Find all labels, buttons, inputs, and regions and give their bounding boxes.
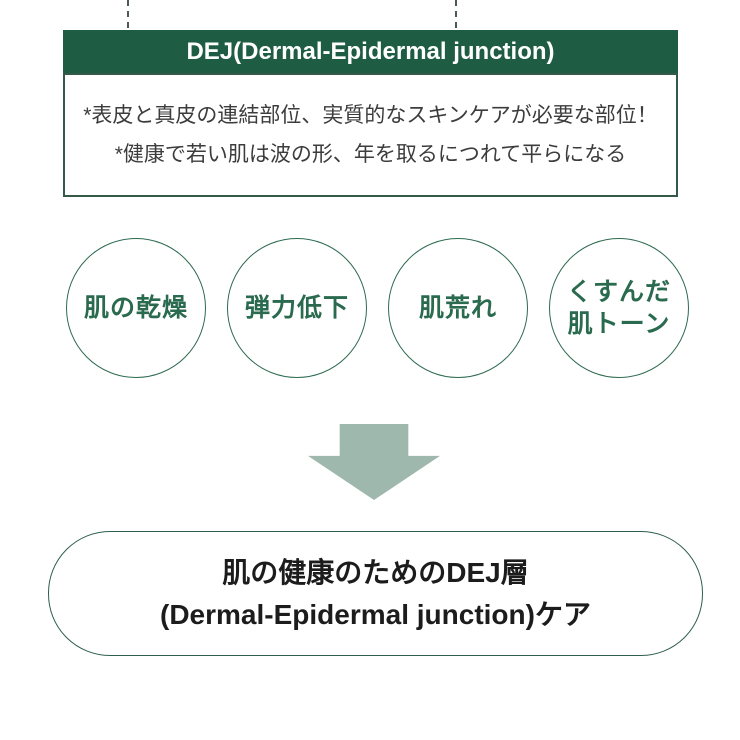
concern-circle-elasticity: 弾力低下 bbox=[227, 238, 367, 378]
description-line-2: *健康で若い肌は波の形、年を取るにつれて平らになる bbox=[114, 143, 627, 166]
conclusion-line-2: (Dermal-Epidermal junction)ケア bbox=[160, 598, 591, 630]
dej-header-bar: DEJ(Dermal-Epidermal junction) bbox=[63, 30, 678, 73]
dej-header-title: DEJ(Dermal-Epidermal junction) bbox=[186, 37, 555, 65]
description-line-1: *表皮と真皮の連結部位、実質的なスキンケアが必要な部位！ bbox=[83, 104, 658, 127]
concern-label: 肌荒れ bbox=[418, 294, 497, 322]
skin-concern-circles: 肌の乾燥 弾力低下 肌荒れ くすんだ 肌トーン bbox=[66, 238, 689, 378]
concern-circle-roughness: 肌荒れ bbox=[388, 238, 528, 378]
dashed-connector-right bbox=[455, 0, 457, 28]
concern-label: 肌の乾燥 bbox=[83, 294, 188, 322]
down-arrow-icon bbox=[308, 424, 440, 500]
dashed-connector-left bbox=[127, 0, 129, 28]
dej-care-pill: 肌の健康のためのDEJ層 (Dermal-Epidermal junction)… bbox=[48, 531, 703, 656]
dej-description-box: *表皮と真皮の連結部位、実質的なスキンケアが必要な部位！ *健康で若い肌は波の形… bbox=[63, 73, 678, 197]
conclusion-line-1: 肌の健康のためのDEJ層 bbox=[222, 556, 529, 588]
concern-label: 弾力低下 bbox=[244, 294, 349, 322]
concern-circle-dull-tone: くすんだ 肌トーン bbox=[549, 238, 689, 378]
concern-label: くすんだ 肌トーン bbox=[566, 278, 671, 338]
concern-circle-dryness: 肌の乾燥 bbox=[66, 238, 206, 378]
